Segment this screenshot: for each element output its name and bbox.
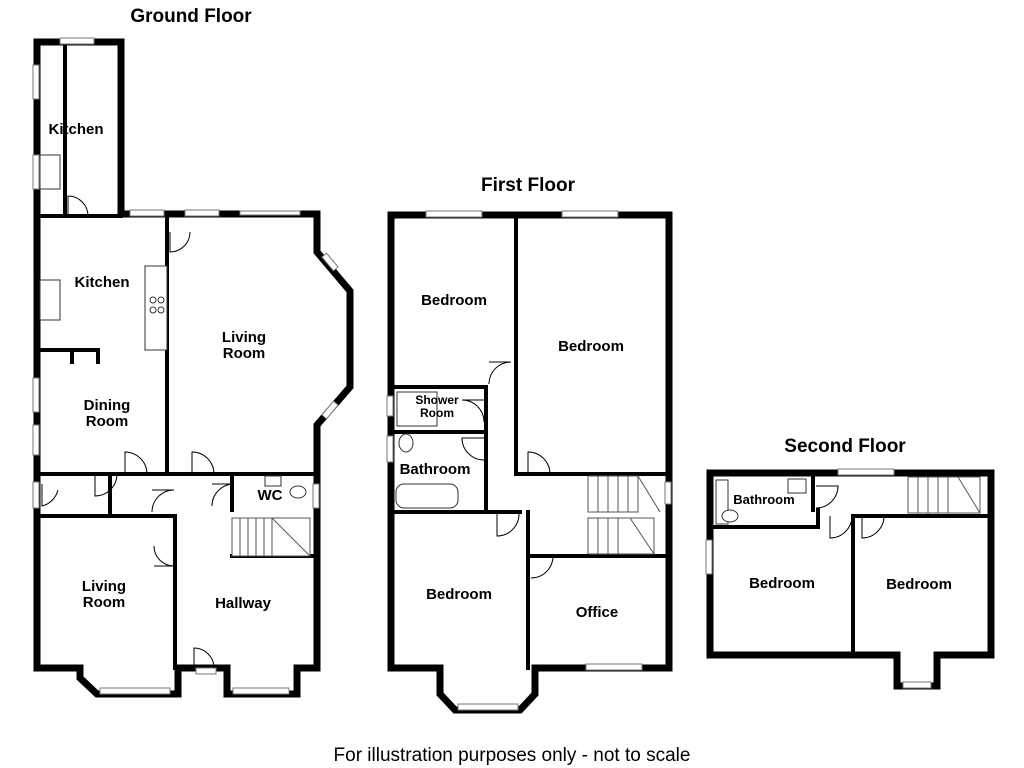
bath [395, 483, 459, 509]
front-door [195, 667, 217, 675]
disclaimer: For illustration purposes only - not to … [334, 745, 691, 766]
room-label: Shower [415, 393, 459, 407]
first-interior-walls [389, 213, 671, 670]
door [94, 473, 118, 497]
room-label: Hallway [215, 595, 272, 612]
first-outer-wall [387, 211, 673, 714]
window [59, 37, 95, 45]
door [461, 399, 485, 423]
window [32, 424, 40, 456]
room-label: Bedroom [749, 575, 815, 592]
second-outer-wall [706, 469, 995, 690]
door [169, 231, 191, 253]
room-label: Dining [84, 397, 131, 414]
window [425, 210, 483, 218]
door [41, 484, 59, 507]
room-label: WC [258, 487, 283, 504]
sink [39, 279, 61, 321]
door [527, 451, 551, 475]
window [129, 209, 165, 217]
ground-floor-plan: Ground Floor [32, 6, 354, 698]
door [530, 555, 554, 579]
door [193, 647, 215, 669]
first-floor-plan: First Floor [386, 175, 673, 714]
door [815, 485, 839, 509]
door [488, 361, 512, 385]
room-label: Kitchen [74, 274, 129, 291]
room-label: Living [82, 578, 126, 595]
kitchen-worktop [144, 265, 168, 351]
window [664, 481, 672, 505]
second-staircase [907, 476, 981, 514]
window [561, 210, 619, 218]
door [67, 195, 89, 217]
hob-ring [149, 296, 157, 304]
window [321, 400, 339, 420]
door [211, 483, 235, 507]
window [312, 483, 320, 509]
door [191, 451, 215, 475]
door [153, 545, 175, 567]
window [32, 481, 40, 509]
window [32, 154, 40, 190]
room-label: Living [222, 329, 266, 346]
hob-ring [149, 306, 157, 314]
window [585, 663, 643, 671]
room-label: Room [223, 345, 266, 362]
window [705, 539, 713, 575]
toilet [398, 433, 414, 453]
room-label: Kitchen [48, 121, 103, 138]
first-staircase [587, 475, 661, 555]
room-label: Bedroom [421, 292, 487, 309]
door [461, 437, 485, 461]
door [829, 515, 853, 539]
ground-floor-title: Ground Floor [130, 6, 252, 27]
room-label: Bedroom [558, 338, 624, 355]
bay-window [99, 687, 171, 695]
second-floor-title: Second Floor [784, 436, 906, 457]
ground-staircase [231, 517, 311, 557]
bay-window [232, 687, 290, 695]
window [32, 64, 40, 100]
hob-ring [157, 296, 165, 304]
hob-ring [157, 306, 165, 314]
bay-window [457, 703, 519, 711]
door [151, 489, 175, 513]
door [861, 515, 885, 539]
window [386, 435, 394, 463]
first-floor-title: First Floor [481, 175, 576, 196]
room-label: Bedroom [426, 586, 492, 603]
wc-basin [264, 475, 282, 487]
second-floor-plan: Second Floor Bathroom Bedroom Bedroom [705, 436, 995, 690]
shower-tray [396, 391, 438, 427]
second-interior-walls [708, 471, 993, 657]
ground-outer-wall [33, 38, 354, 698]
window [837, 468, 895, 476]
window [321, 252, 339, 272]
room-label: Room [420, 406, 454, 420]
basin [787, 478, 807, 494]
window [902, 681, 932, 689]
room-label: Bathroom [733, 492, 794, 507]
room-label: Bathroom [400, 461, 471, 478]
room-label: Bedroom [886, 576, 952, 593]
toilet [289, 485, 307, 499]
toilet [721, 509, 739, 523]
patio-door [239, 210, 301, 216]
door [124, 451, 148, 475]
sink [39, 154, 61, 190]
room-label: Office [576, 604, 619, 621]
room-label: Room [83, 594, 126, 611]
window [184, 209, 220, 217]
window [386, 395, 394, 417]
door [496, 513, 520, 537]
room-label: Room [86, 413, 129, 430]
window [32, 377, 40, 413]
